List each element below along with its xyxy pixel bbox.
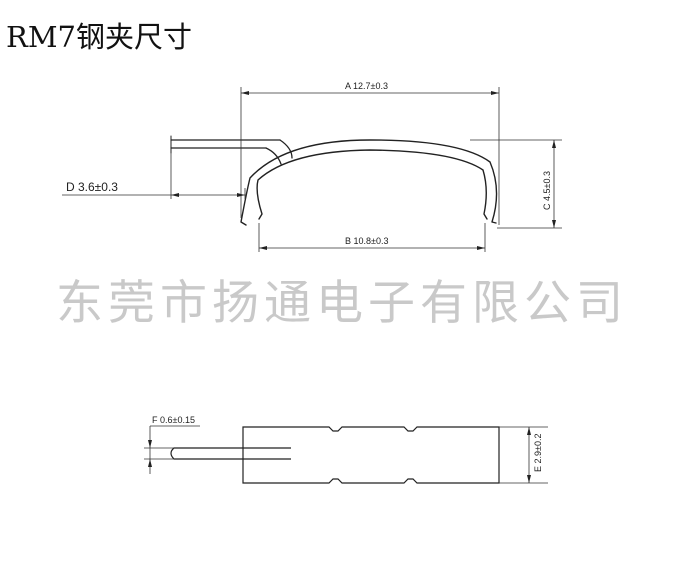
dim-c-label: C 4.5±0.3	[542, 171, 552, 210]
lead-wire-bend-inner	[265, 147, 282, 165]
clip-side-body	[242, 426, 500, 484]
clip-front-inner-profile	[256, 149, 488, 220]
drawing-title: RM7钢夹尺寸	[6, 20, 192, 54]
dim-b-label: B 10.8±0.3	[345, 236, 388, 246]
clip-front-outer-profile	[240, 139, 498, 226]
dim-a-label: A 12.7±0.3	[345, 81, 388, 91]
company-watermark: 东莞市扬通电子有限公司	[56, 276, 628, 331]
dim-e-label: E 2.9±0.2	[533, 434, 543, 472]
dim-f-label: F 0.6±0.15	[152, 415, 195, 425]
lead-wire-bend	[279, 139, 293, 159]
dim-d-label: D 3.6±0.3	[66, 180, 118, 194]
lead-wire-side	[170, 447, 291, 460]
